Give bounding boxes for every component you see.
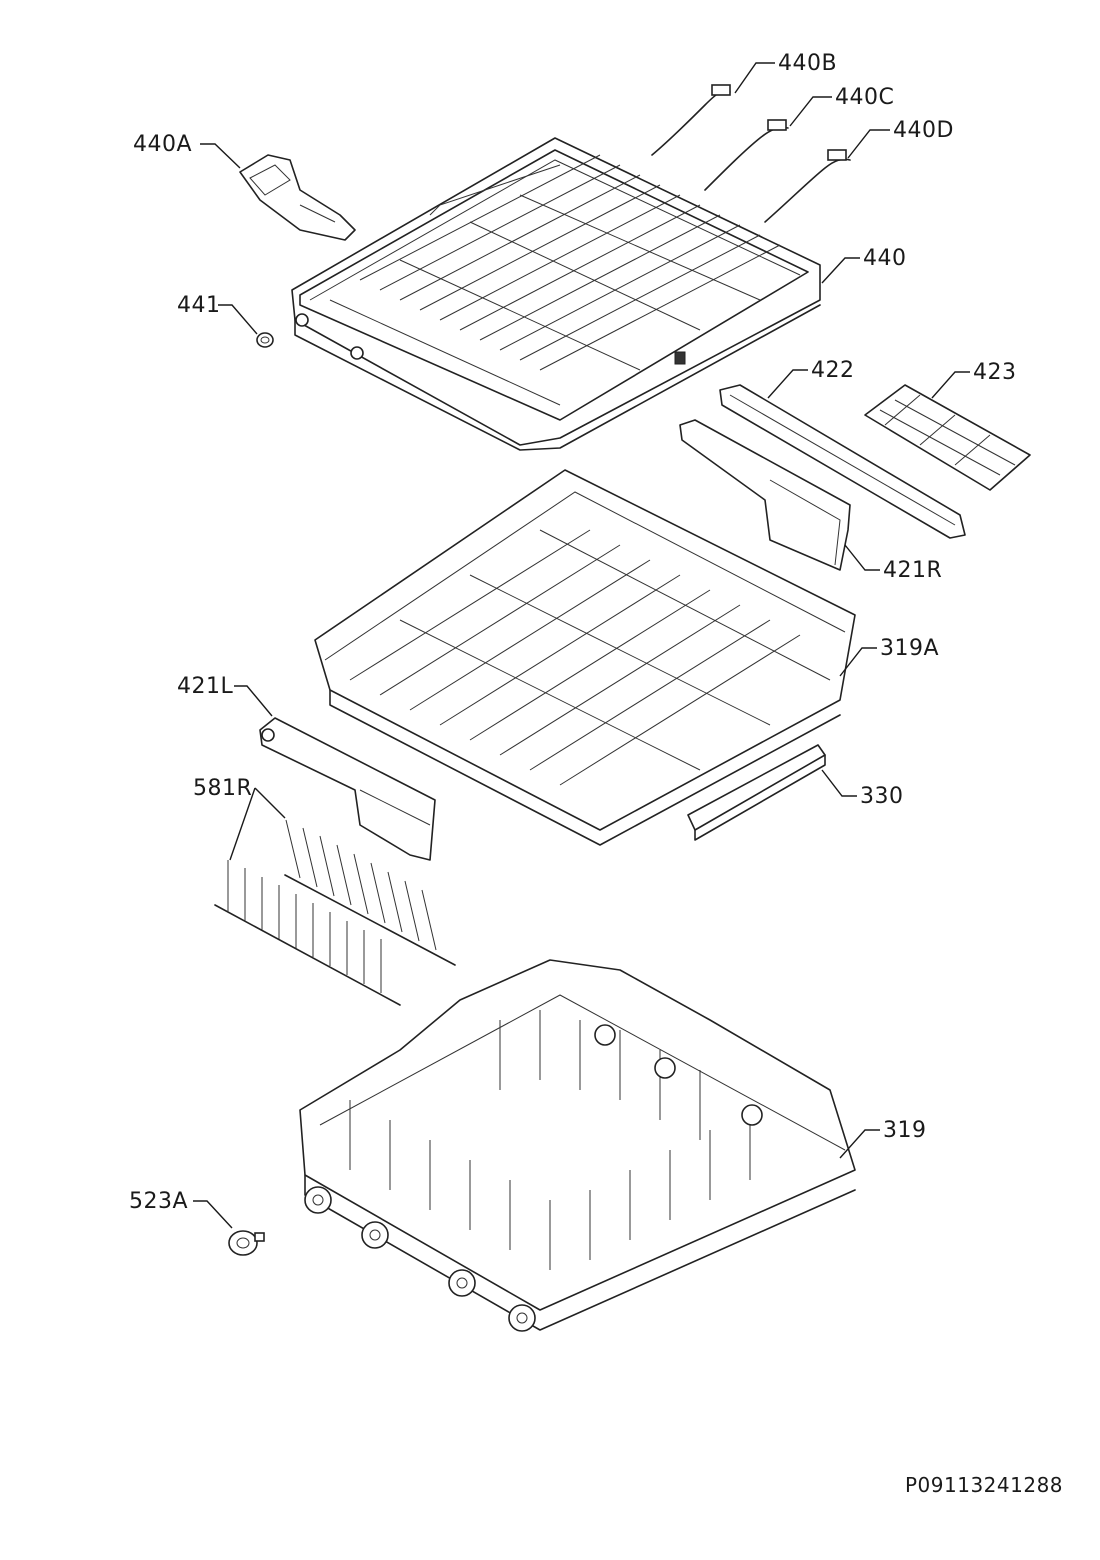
label-421R: 421R bbox=[883, 558, 943, 583]
leader-lines bbox=[193, 62, 970, 1229]
label-440C: 440C bbox=[835, 85, 895, 110]
part-423-grid bbox=[864, 384, 1031, 491]
label-440B: 440B bbox=[778, 51, 838, 76]
label-423: 423 bbox=[973, 360, 1017, 385]
label-422: 422 bbox=[811, 358, 855, 383]
tray-ridges bbox=[329, 154, 781, 406]
document-code: P09113241288 bbox=[905, 1473, 1064, 1497]
part-421R-adjuster bbox=[679, 419, 851, 571]
part-440B-wire bbox=[651, 84, 731, 156]
part-319-lower-basket bbox=[299, 959, 856, 1332]
part-441-clip bbox=[256, 332, 274, 348]
rack-tines bbox=[227, 819, 437, 993]
part-319A-upper-basket bbox=[314, 469, 856, 846]
label-319A: 319A bbox=[880, 636, 940, 661]
upper-basket-wires bbox=[349, 529, 831, 786]
label-330: 330 bbox=[860, 784, 904, 809]
label-441: 441 bbox=[177, 293, 221, 318]
lower-basket-tines bbox=[349, 1010, 751, 1270]
label-440A: 440A bbox=[133, 132, 193, 157]
part-581R-wire-rack bbox=[214, 819, 456, 1006]
part-440-cutlery-tray bbox=[291, 137, 821, 451]
part-422-rail bbox=[719, 384, 966, 539]
part-440C-wire bbox=[704, 119, 789, 191]
label-581R: 581R bbox=[193, 776, 253, 801]
part-421L-adjuster bbox=[259, 717, 436, 861]
label-440D: 440D bbox=[893, 118, 954, 143]
part-440A-holder bbox=[239, 154, 356, 241]
label-440: 440 bbox=[863, 246, 907, 271]
label-421L: 421L bbox=[177, 674, 234, 699]
part-330-strip bbox=[687, 744, 826, 841]
basket-wheels bbox=[304, 1024, 763, 1332]
part-523A-wheel bbox=[228, 1230, 265, 1256]
label-523A: 523A bbox=[129, 1189, 189, 1214]
part-440D-wire bbox=[764, 149, 851, 223]
label-319: 319 bbox=[883, 1118, 927, 1143]
